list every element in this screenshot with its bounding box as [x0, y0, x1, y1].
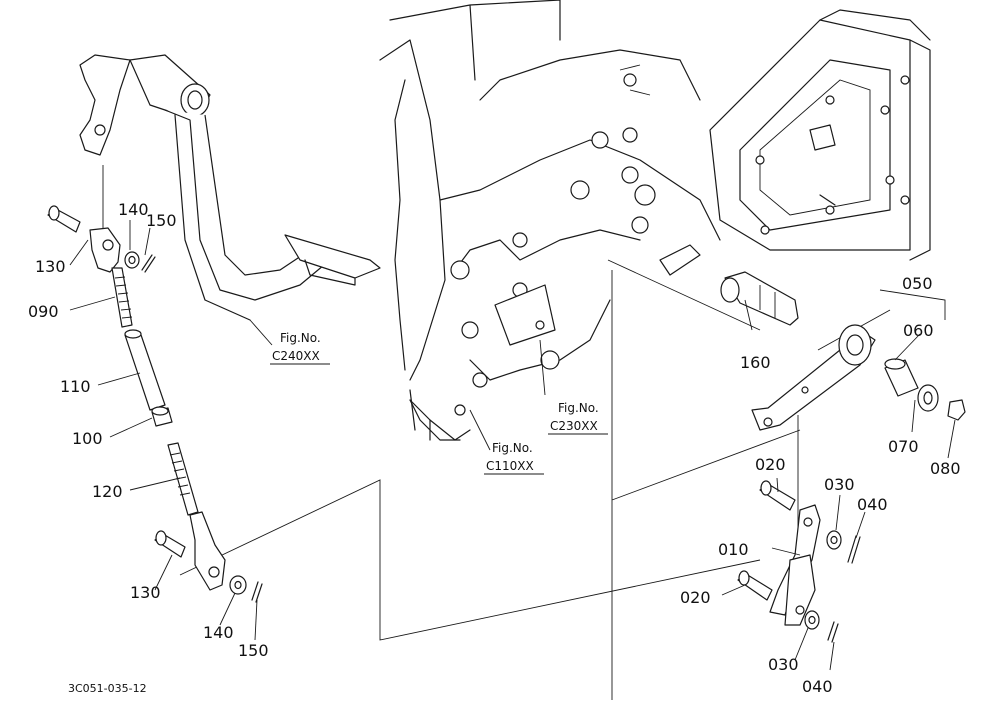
- reference-lines: [179, 259, 946, 700]
- right-linkage: [469, 271, 966, 671]
- part-label-120: 120: [92, 482, 123, 501]
- part-label-020: 020: [755, 455, 786, 474]
- fig-ref-c230-code: C230XX: [550, 419, 598, 433]
- fig-ref-c240-title: Fig.No.: [280, 331, 321, 345]
- part-label-020: 020: [680, 588, 711, 607]
- part-label-110: 110: [60, 377, 91, 396]
- part-label-160: 160: [740, 353, 771, 372]
- fig-ref-c240-code: C240XX: [272, 349, 320, 363]
- fig-ref-c230-title: Fig.No.: [558, 401, 599, 415]
- part-label-070: 070: [888, 437, 919, 456]
- part-label-130: 130: [35, 257, 66, 276]
- part-label-080: 080: [930, 459, 961, 478]
- fig-ref-c110-code: C110XX: [486, 459, 534, 473]
- part-label-100: 100: [72, 429, 103, 448]
- part-label-030: 030: [824, 475, 855, 494]
- part-label-040: 040: [857, 495, 888, 514]
- part-label-050: 050: [902, 274, 933, 293]
- brake-pedal: [79, 54, 381, 321]
- part-label-040: 040: [802, 677, 833, 696]
- part-label-060: 060: [903, 321, 934, 340]
- left-linkage: [47, 165, 273, 641]
- part-label-150: 150: [238, 641, 269, 660]
- fig-ref-c110-title: Fig.No.: [492, 441, 533, 455]
- part-label-140: 140: [203, 623, 234, 642]
- transmission-housing: [379, 0, 931, 441]
- figure-references: Fig.No. C240XX Fig.No. C230XX Fig.No. C1…: [270, 331, 608, 475]
- part-label-150: 150: [146, 211, 177, 230]
- part-labels: 130 140 150 090 110 100 120 130 140 150 …: [28, 200, 961, 696]
- drawing-code: 3C051-035-12: [68, 682, 147, 695]
- part-label-010: 010: [718, 540, 749, 559]
- part-label-130: 130: [130, 583, 161, 602]
- part-label-140: 140: [118, 200, 149, 219]
- part-label-090: 090: [28, 302, 59, 321]
- part-label-030: 030: [768, 655, 799, 674]
